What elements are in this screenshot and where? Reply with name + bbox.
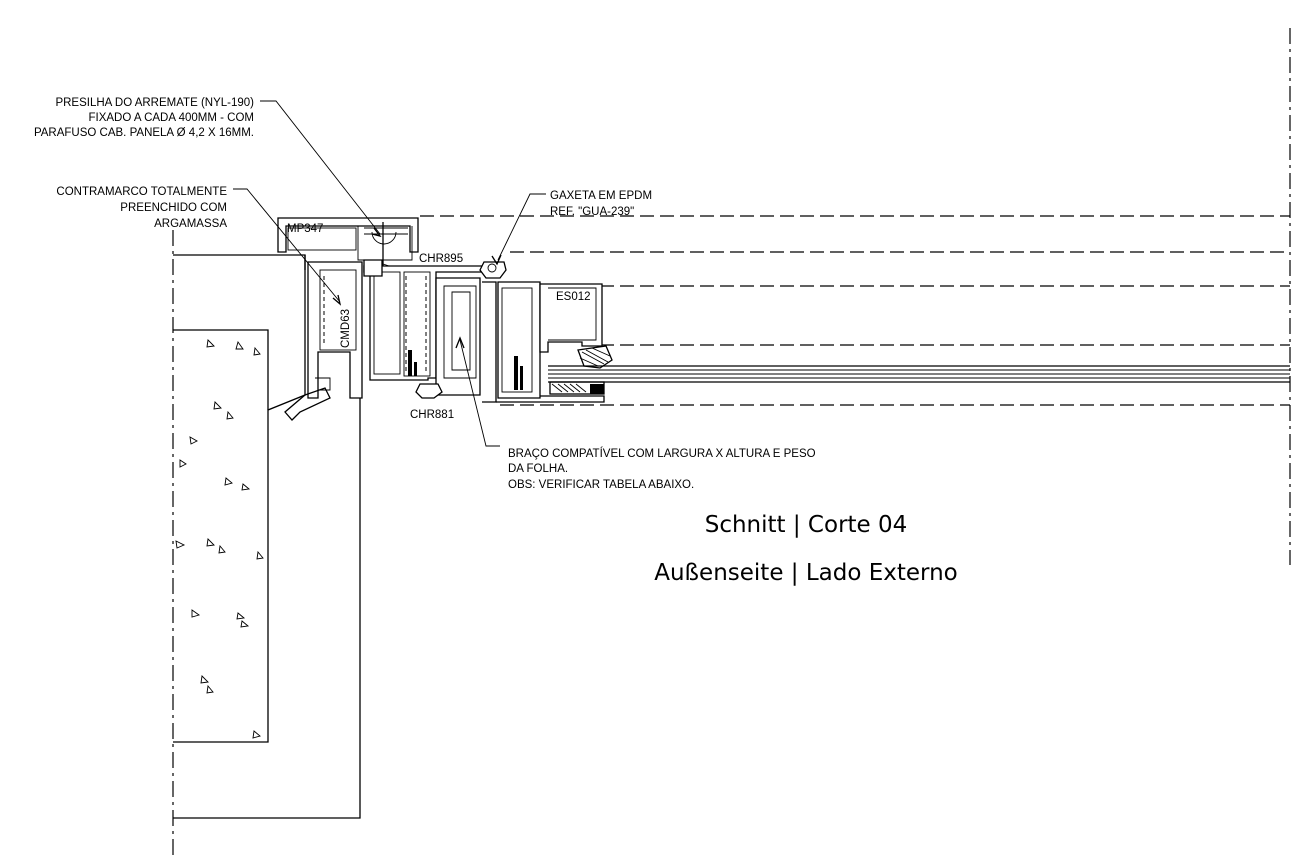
annotation-gasket-line2: REF. "GUA-239" [550,206,634,218]
annotation-gasket: GAXETA EM EPDM REF. "GUA-239" [550,190,652,218]
side-title: Außenseite | Lado Externo [654,560,958,586]
annotation-subframe: CONTRAMARCO TOTALMENTE PREENCHIDO COM AR… [56,186,227,230]
annotation-arm-line2: DA FOLHA. [508,463,568,475]
annotation-gasket-line1: GAXETA EM EPDM [550,190,652,202]
annotation-subframe-line1: CONTRAMARCO TOTALMENTE [56,186,227,198]
glass-pane [548,365,1290,383]
label-es012: ES012 [556,291,591,303]
profile-es012 [496,283,605,403]
label-cmd63: CMD63 [340,309,352,348]
concrete-hatch [175,339,264,739]
annotation-arm-line1: BRAÇO COMPATÍVEL COM LARGURA X ALTURA E … [508,447,816,460]
profile-cmd63 [284,261,363,421]
dashed-continuation-lines [420,215,1290,406]
label-mp347: MP347 [287,223,323,235]
gaskets [363,259,507,399]
leader-lines [233,100,546,447]
label-chr881: CHR881 [410,409,454,421]
annotation-subframe-line2: PREENCHIDO COM [120,202,227,214]
glazing-seal [549,345,613,395]
annotation-arm-line3: OBS: VERIFICAR TABELA ABAIXO. [508,479,694,491]
annotation-clip-line2: FIXADO A CADA 400MM - COM [88,112,254,124]
label-chr895: CHR895 [419,253,463,265]
profile-sash [435,277,541,403]
annotation-subframe-line3: ARGAMASSA [154,218,227,230]
annotation-clip-line3: PARAFUSO CAB. PANELA Ø 4,2 X 16MM. [34,127,254,139]
annotation-clip-line1: PRESILHA DO ARREMATE (NYL-190) [55,97,254,109]
annotation-clip: PRESILHA DO ARREMATE (NYL-190) FIXADO A … [34,97,254,139]
annotation-arm: BRAÇO COMPATÍVEL COM LARGURA X ALTURA E … [508,447,816,491]
section-title: Schnitt | Corte 04 [705,512,908,538]
